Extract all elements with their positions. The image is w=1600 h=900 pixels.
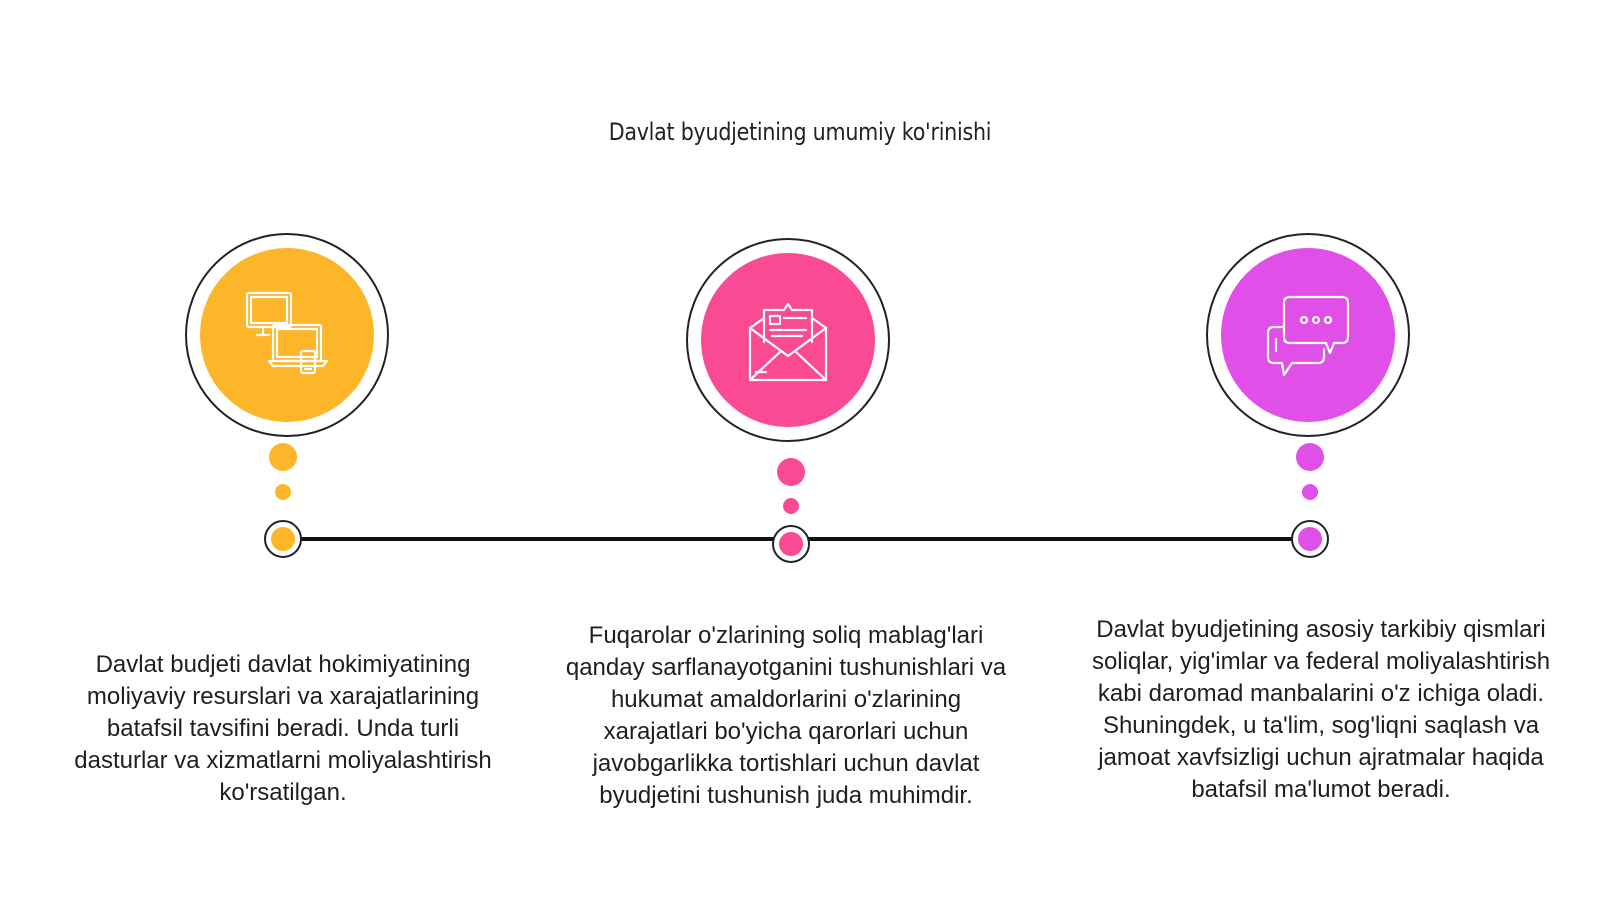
- step-3-circle: [1206, 233, 1410, 437]
- step-3-circle-fill: [1221, 248, 1395, 422]
- diagram-title: Davlat byudjetining umumiy ko'rinishi: [608, 118, 992, 146]
- step-1-circle: [185, 233, 389, 437]
- step-1-circle-fill: [200, 248, 374, 422]
- step-1-dot-large: [269, 443, 297, 471]
- step-3-dot-small: [1302, 484, 1318, 500]
- step-1-node: [264, 520, 302, 558]
- step-2-node: [772, 525, 810, 563]
- step-3-node: [1291, 520, 1329, 558]
- chat-bubbles-icon: [1266, 295, 1350, 377]
- step-2-description: Fuqarolar o'zlarining soliq mablag'lari …: [565, 622, 1007, 809]
- devices-icon: [245, 291, 329, 375]
- step-2-dot-small: [783, 498, 799, 514]
- envelope-icon: [748, 302, 828, 382]
- step-3-dot-large: [1296, 443, 1324, 471]
- step-3-description: Davlat byudjetining asosiy tarkibiy qism…: [1091, 616, 1551, 803]
- step-2-circle-fill: [701, 253, 875, 427]
- step-1-description: Davlat budjeti davlat hokimiyatining mol…: [74, 651, 492, 806]
- step-2-circle: [686, 238, 890, 442]
- step-1-dot-small: [275, 484, 291, 500]
- step-2-dot-large: [777, 458, 805, 486]
